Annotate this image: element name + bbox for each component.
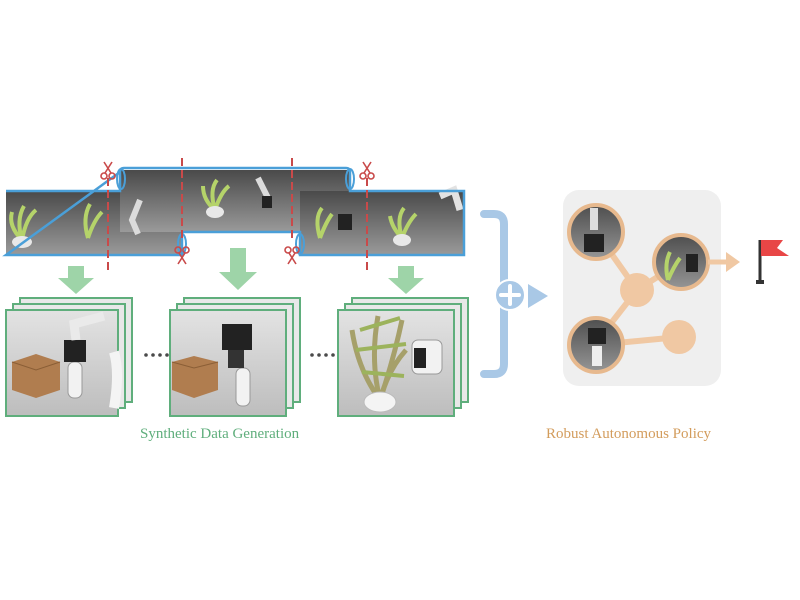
synthetic-stack-3 xyxy=(337,297,469,417)
policy-graph xyxy=(567,203,710,374)
ellipsis-icon xyxy=(144,353,169,357)
graph-node xyxy=(620,273,654,307)
scissors-icon xyxy=(174,246,190,265)
down-arrow-icon xyxy=(58,266,94,294)
goal-arrow xyxy=(708,252,740,272)
scissors-icon xyxy=(284,246,300,265)
ellipsis-icon xyxy=(310,353,335,357)
scissors-icon xyxy=(100,161,116,180)
graph-image-node xyxy=(567,316,625,374)
down-arrow-icon xyxy=(388,266,424,294)
demo-film-strip xyxy=(2,166,466,257)
graph-image-node xyxy=(567,203,625,261)
policy-caption: Robust Autonomous Policy xyxy=(546,426,712,442)
segment-cut-lines xyxy=(107,158,368,270)
synthetic-data-caption: Synthetic Data Generation xyxy=(140,426,300,442)
synthetic-stack-2 xyxy=(169,297,301,417)
graph-node xyxy=(662,320,696,354)
graph-image-node xyxy=(652,233,710,291)
plus-icon xyxy=(494,279,526,311)
plant-image xyxy=(9,178,418,248)
down-arrow-icon xyxy=(219,248,257,290)
right-arrow-icon xyxy=(528,284,548,308)
scissors-icon xyxy=(359,161,375,180)
flag-icon xyxy=(756,240,789,284)
synthetic-stack-1 xyxy=(5,297,133,417)
